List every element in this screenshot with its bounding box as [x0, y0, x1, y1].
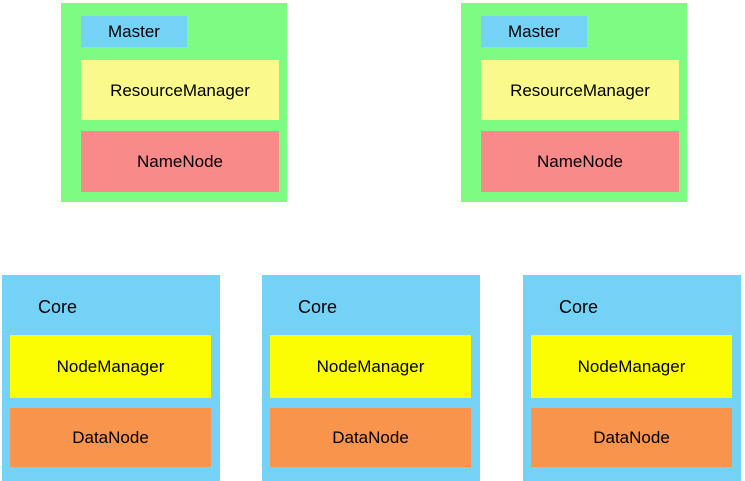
master-group: Master ResourceManager NameNode — [61, 3, 287, 202]
master-label: Master — [81, 16, 187, 47]
core-label: Core — [38, 297, 78, 317]
master-label: Master — [481, 16, 587, 47]
core-group: Core NodeManager DataNode — [523, 275, 741, 481]
nodemanager-box: NodeManager — [10, 335, 211, 398]
core-group: Core NodeManager DataNode — [262, 275, 480, 481]
namenode-box: NameNode — [481, 131, 679, 192]
namenode-box: NameNode — [81, 131, 279, 192]
resourcemanager-box: ResourceManager — [81, 60, 279, 120]
master-group: Master ResourceManager NameNode — [461, 3, 687, 202]
datanode-box: DataNode — [531, 408, 732, 467]
core-group: Core NodeManager DataNode — [2, 275, 220, 481]
datanode-box: DataNode — [10, 408, 211, 467]
nodemanager-box: NodeManager — [531, 335, 732, 398]
core-label: Core — [298, 297, 338, 317]
nodemanager-box: NodeManager — [270, 335, 471, 398]
datanode-box: DataNode — [270, 408, 471, 467]
resourcemanager-box: ResourceManager — [481, 60, 679, 120]
core-label: Core — [559, 297, 599, 317]
